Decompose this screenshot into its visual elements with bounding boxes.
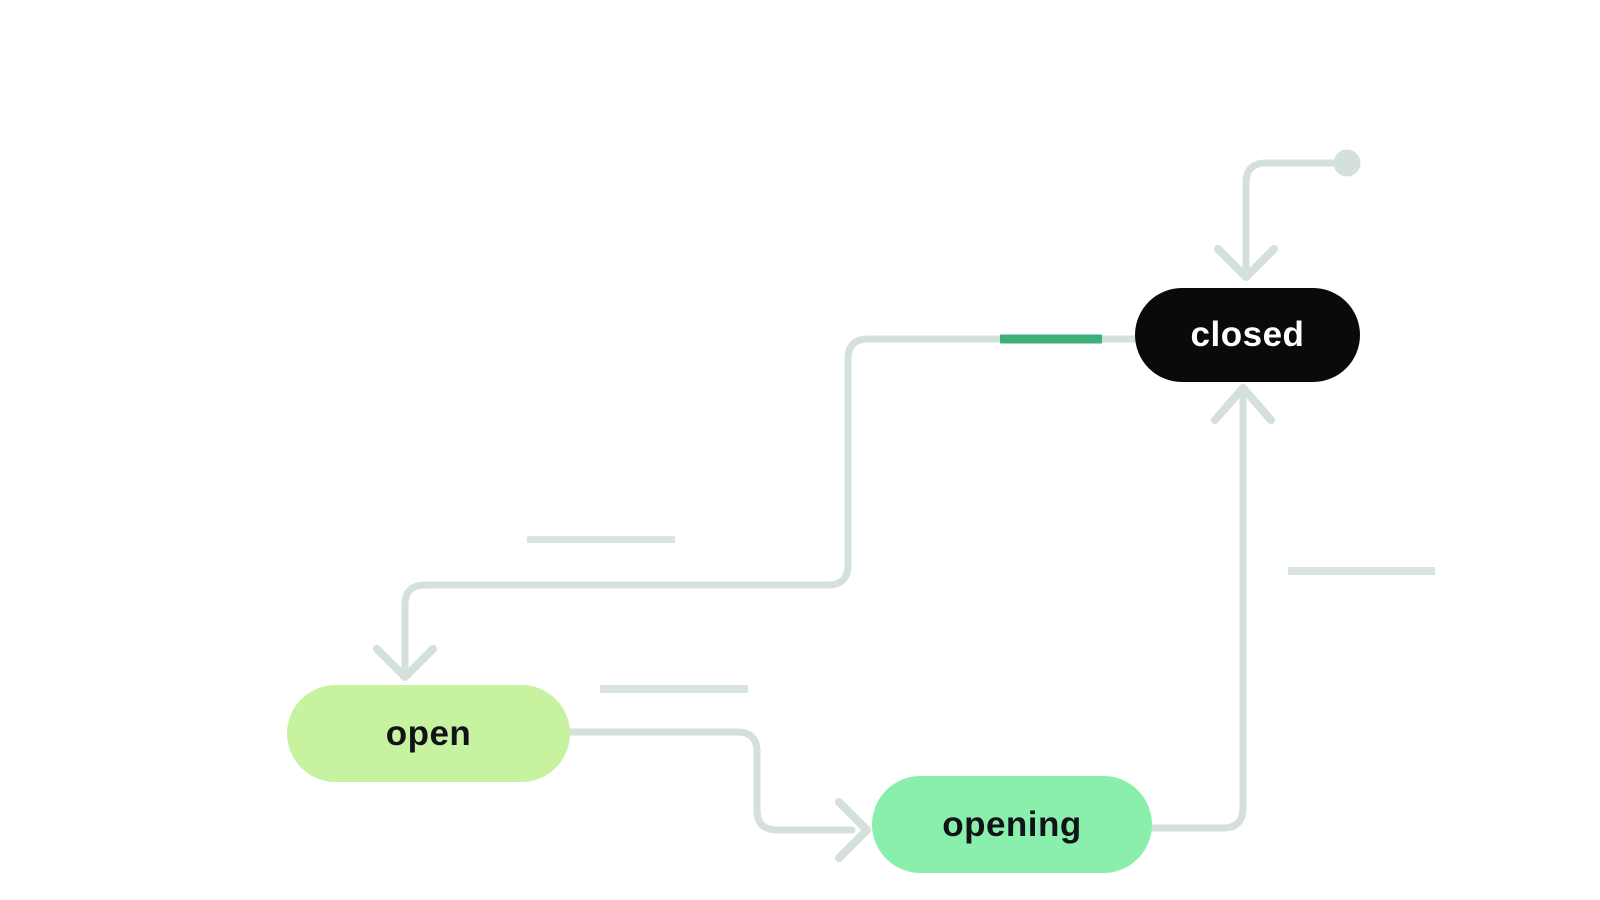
transition-open-to-opening-line [566,728,856,834]
arrowhead-right-into-opening [835,798,871,862]
transition-initial-to-closed-line [1242,159,1337,274]
transition-label-bar-opening-to-closed [1288,567,1435,575]
arrowhead-up-into-closed [1211,384,1275,424]
arrowhead-down-into-closed [1214,245,1278,281]
transition-opening-to-closed[interactable] [1148,384,1275,832]
state-node-opening[interactable]: opening [872,776,1152,873]
state-node-closed[interactable]: closed [1135,288,1360,382]
transition-label-bar-closed-to-open [527,536,675,543]
active-transition-segment [1000,334,1102,344]
arrowhead-down-into-open [373,645,437,681]
state-node-open[interactable]: open [287,685,570,782]
state-label-open: open [385,713,472,753]
transition-opening-to-closed-line [1148,392,1247,832]
state-label-opening: opening [942,804,1082,844]
transition-label-bar-open-to-opening [600,685,748,693]
initial-state-marker [1333,149,1361,177]
transition-open-to-opening[interactable] [566,728,871,862]
state-label-closed: closed [1190,315,1305,354]
transition-closed-to-open-line [401,335,1139,674]
transition-initial-to-closed[interactable] [1214,149,1361,281]
transition-closed-to-open[interactable] [373,334,1139,681]
